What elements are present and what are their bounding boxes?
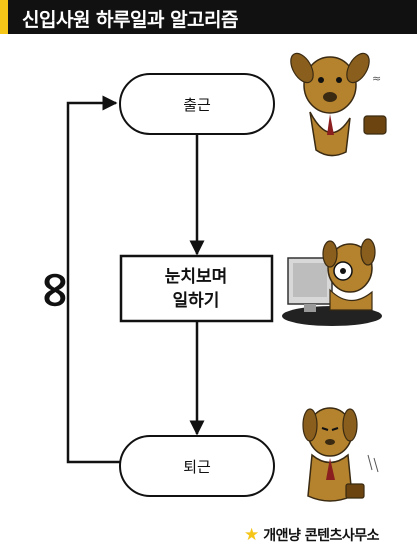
process-node	[119, 254, 274, 323]
end-node	[119, 435, 275, 497]
svg-text:≈: ≈	[372, 72, 381, 85]
dog-leaving-illustration	[302, 407, 379, 502]
dog-working-illustration	[282, 238, 382, 326]
dog-commuting-illustration: ≈	[290, 52, 387, 157]
title-bar: 신입사원 하루일과 알고리즘	[0, 0, 417, 34]
page-title: 신입사원 하루일과 알고리즘	[22, 9, 239, 31]
start-node-label: 출근	[183, 96, 211, 114]
watermark: ★ 개앤냥 콘텐츠사무소	[244, 524, 414, 546]
start-node	[119, 73, 275, 135]
process-node-label-line2: 일하기	[173, 291, 220, 311]
loop-connector	[66, 95, 120, 464]
infinity-symbol: ∞	[28, 269, 86, 311]
process-node-label-line1: 눈치보며	[165, 267, 228, 287]
star-icon: ★	[244, 524, 260, 545]
end-node-label: 퇴근	[183, 458, 211, 476]
watermark-text: 개앤냥 콘텐츠사무소	[263, 528, 380, 544]
